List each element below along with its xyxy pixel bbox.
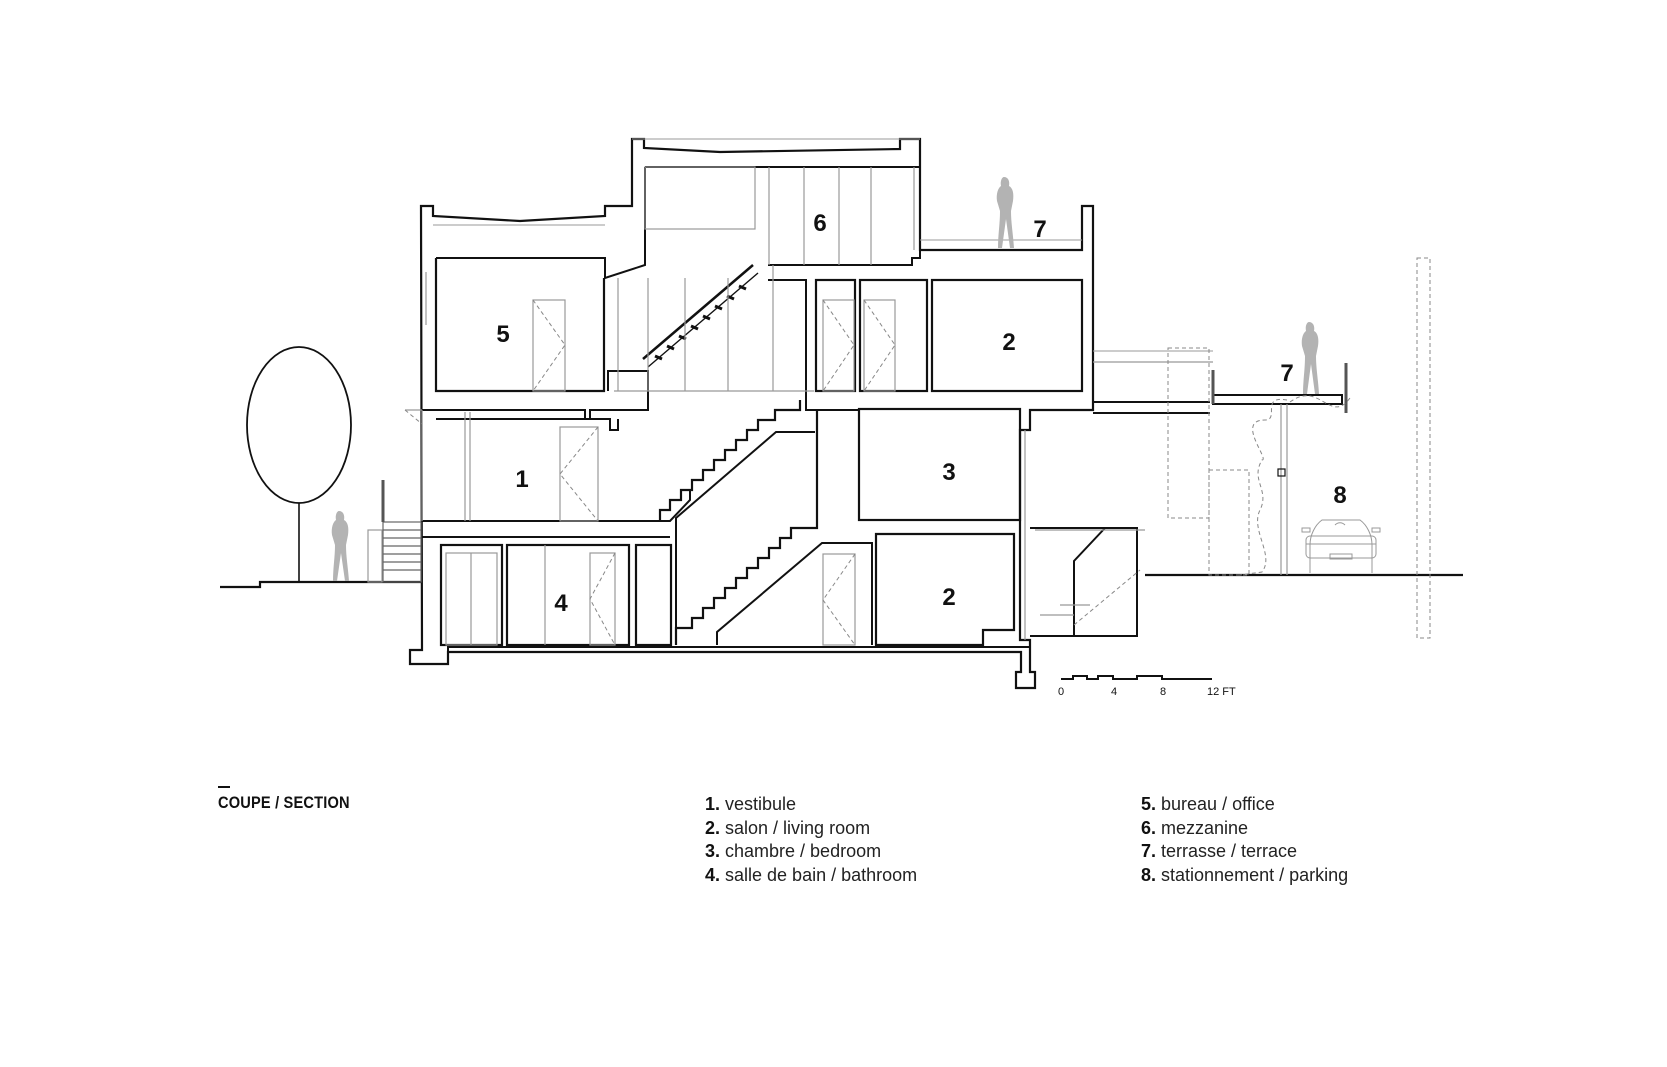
bath-room-b: [505, 543, 631, 647]
legend-item: 1.vestibule: [705, 794, 797, 814]
legend-right: 5.bureau / office 6.mezzanine 7.terrasse…: [1141, 793, 1348, 887]
closet-upper-2: [858, 278, 929, 393]
legend-item: 8.stationnement / parking: [1141, 864, 1349, 885]
room-label-5: 5: [496, 321, 509, 348]
room-3: [857, 407, 1022, 522]
drawing-title: COUPE / SECTION: [218, 793, 350, 812]
person-figures: [331, 177, 1319, 581]
room-label-4: 4: [554, 590, 568, 617]
stair-mezzanine: [642, 264, 754, 360]
legend-item: 3.chambre / bedroom: [705, 841, 882, 861]
title-block: COUPE / SECTION: [218, 786, 371, 813]
legend-item: 7.terrasse / terrace: [1141, 841, 1298, 861]
legend-item: 4.salle de bain / bathroom: [705, 864, 918, 885]
legend-item: 6.mezzanine: [1141, 817, 1249, 838]
legend-item: 2.salon / living room: [705, 817, 871, 838]
room-label-2-upper: 2: [1002, 329, 1015, 356]
person-icon-left: [331, 511, 349, 581]
scale-tick-4: 4: [1111, 686, 1117, 698]
bath-room-c: [634, 543, 673, 647]
tree-icon: [246, 346, 352, 504]
person-icon-top: [996, 177, 1014, 248]
title-dash: [218, 786, 230, 788]
room-label-2-lower: 2: [942, 584, 955, 611]
room-5: [434, 258, 606, 393]
scale-tick-12: 12 FT: [1207, 686, 1236, 698]
scale-tick-0: 0: [1058, 686, 1064, 698]
building-envelope: [408, 137, 1095, 690]
room-label-7-upper: 7: [1033, 216, 1046, 243]
room-label-8: 8: [1333, 482, 1346, 509]
legend-left: 1.vestibule 2.salon / living room 3.cham…: [705, 793, 917, 887]
room-label-7-lower: 7: [1280, 360, 1293, 387]
scale-tick-8: 8: [1160, 686, 1166, 698]
car-icon: [1301, 519, 1381, 573]
stair-upper: [658, 400, 802, 521]
closet-upper-1: [814, 278, 857, 393]
room-2-lower: [874, 532, 1016, 647]
stair-lower: [674, 409, 819, 645]
ground-left: [220, 580, 422, 589]
scale-bar: 0 4 8 12 FT: [1058, 675, 1236, 698]
room-label-1: 1: [515, 466, 528, 493]
legend-item: 5.bureau / office: [1141, 794, 1275, 814]
room-labels: 6 7 5 2 7 1 3 8 4 2: [496, 210, 1346, 617]
room-label-3: 3: [942, 459, 955, 486]
room-label-6: 6: [813, 210, 826, 237]
person-icon-right: [1301, 322, 1319, 394]
exterior-terrace: [1093, 394, 1343, 414]
room-2-upper: [930, 278, 1084, 393]
